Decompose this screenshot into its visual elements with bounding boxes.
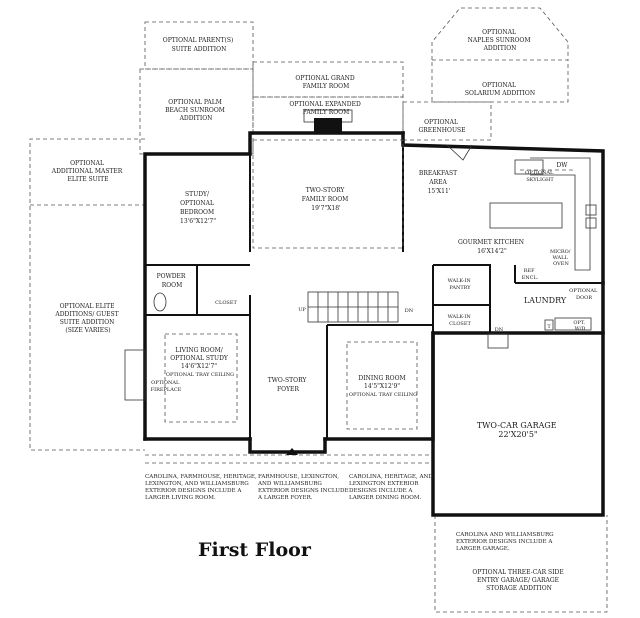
solarium-label: OPTIONAL SOLARIUM ADDITION: [465, 82, 535, 97]
optional-solarium-outline: [431, 59, 569, 103]
optional-door-label: OPTIONAL DOOR: [569, 288, 599, 301]
family-two-story-outline: [252, 139, 404, 249]
three-car-label: OPTIONAL THREE-CAR SIDE ENTRY GARAGE/ GA…: [472, 569, 565, 592]
breakfast-bay-door: [446, 144, 473, 161]
kitchen-island: [489, 202, 563, 229]
greenhouse-label: OPTIONAL GREENHOUSE: [418, 119, 465, 134]
optional-fireplace-bump: [124, 349, 146, 401]
toilet-icon: [153, 292, 167, 312]
elite-additions-label: OPTIONAL ELITE ADDITIONS/ GUEST SUITE AD…: [54, 303, 120, 334]
living-note: CAROLINA, FARMHOUSE, HERITAGE, LEXINGTON…: [145, 474, 259, 501]
tub-label: T: [547, 324, 551, 330]
floor-title: First Floor: [198, 539, 312, 561]
walkin-closet-label: WALK-IN CLOSET: [448, 314, 473, 327]
garage-walls: [431, 331, 605, 517]
grand-family-label: OPTIONAL GRAND FAMILY ROOM: [295, 75, 356, 90]
pantry-walls: [433, 264, 491, 305]
family-room-label: TWO-STORY FAMILY ROOM 19'7"X18': [302, 187, 350, 212]
closet-label: CLOSET: [215, 300, 237, 306]
cooktop-icon: [585, 204, 597, 216]
kitchen-counter: [530, 157, 591, 271]
optional-elite-additions-outline: [29, 138, 145, 451]
stairs-down-label: DN: [405, 308, 414, 314]
master-elite-label: OPTIONAL ADDITIONAL MASTER ELITE SUITE: [51, 160, 125, 183]
staircase: [307, 291, 399, 323]
breakfast-label: BREAKFAST AREA 15'X11': [419, 170, 459, 195]
dishwasher-label: DW: [557, 162, 569, 169]
optional-greenhouse-outline: [402, 101, 492, 141]
naples-sunroom-label: OPTIONAL NAPLES SUNROOM ADDITION: [468, 29, 533, 52]
ref-label: REF ENCL.: [522, 268, 539, 281]
sink-icon: [514, 159, 544, 175]
cooktop-icon-2: [585, 217, 597, 229]
laundry-label: LAUNDRY: [524, 296, 567, 305]
exterior-wall-rear: [401, 131, 605, 285]
foyer-label: TWO-STORY FOYER: [268, 377, 309, 393]
dining-note: CAROLINA, HERITAGE, AND LEXINGTON EXTERI…: [349, 474, 435, 501]
living-tray-ceiling: [164, 333, 238, 423]
front-wall-foyer: [248, 437, 327, 454]
washer-dryer-icon: [554, 317, 592, 331]
living-room-label: LIVING ROOM/ OPTIONAL STUDY 14'6"X12'7" …: [166, 347, 234, 378]
dining-room-label: DINING ROOM 14'5"X12'9" OPTIONAL TRAY CE…: [349, 375, 417, 398]
stairs-up-label: UP: [298, 307, 306, 313]
powder-room-label: POWDER ROOM: [157, 273, 188, 289]
garage-note: CAROLINA AND WILLIAMSBURG EXTERIOR DESIG…: [456, 532, 555, 552]
front-wall-dining: [323, 331, 435, 441]
foyer-note: FARMHOUSE, LEXINGTON, AND WILLIAMSBURG E…: [257, 474, 350, 501]
garage-step: [487, 333, 509, 349]
expanded-family-label: OPTIONAL EXPANDED FAMILY ROOM: [289, 101, 362, 116]
washer-dryer-label: OPT. W/D: [573, 320, 586, 332]
walkin-pantry-label: WALK-IN PANTRY: [448, 278, 473, 291]
kitchen-label: GOURMET KITCHEN 16'X14'2": [458, 239, 526, 255]
garage-label: TWO-CAR GARAGE 22'X20'5": [477, 421, 559, 439]
optional-three-car-outline: [434, 515, 608, 613]
skylight-label: OPTIONAL SKYLIGHT: [525, 170, 555, 183]
front-entry-arrow: [286, 448, 298, 455]
optional-naples-sunroom-outline: [431, 7, 569, 60]
garage-down-label: DN: [495, 327, 504, 333]
dining-tray-ceiling: [346, 341, 418, 430]
optional-grand-family-outline: [252, 61, 404, 98]
micro-oven-label: MICRO/ WALL OVEN: [550, 249, 572, 267]
palm-beach-label: OPTIONAL PALM BEACH SUNROOM ADDITION: [165, 99, 227, 122]
parent-suite-label: OPTIONAL PARENT(S) SUITE ADDITION: [163, 37, 235, 53]
study-label: STUDY/ OPTIONAL BEDROOM 13'6"X12'7": [180, 191, 216, 225]
optional-fireplace-label: OPTIONAL FIREPLACE: [151, 380, 182, 393]
fireplace-box: [314, 118, 342, 133]
tub-icon: [544, 319, 554, 331]
